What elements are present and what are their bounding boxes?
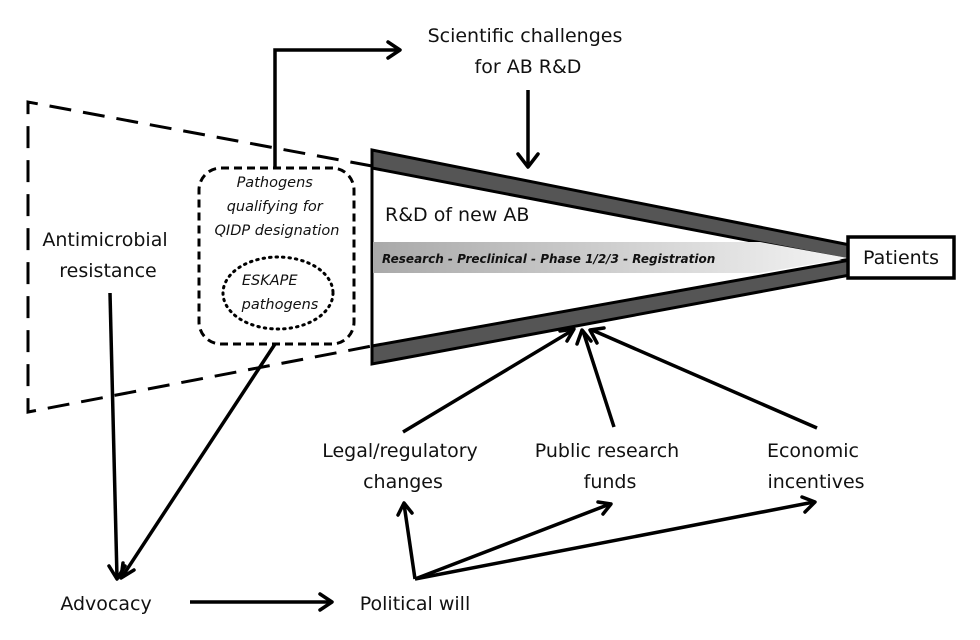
patients-label: Patients (863, 247, 939, 269)
political-will-label[interactable]: Political will (360, 593, 470, 615)
edge-amr-to-advocacy (107, 292, 127, 581)
edge-pathogens-to-advocacy (119, 343, 277, 580)
funnel-bottom-band (370, 258, 852, 366)
edge-political-will-to-legal (396, 501, 417, 580)
edge-pathogens-to-scientific-challenges (273, 40, 402, 168)
economic-incentives-label[interactable]: Economic incentives (767, 440, 865, 493)
amr-scope-dashed-outline (26, 100, 373, 414)
edge-legal-to-rd (402, 327, 576, 434)
edge-economic-to-rd (588, 326, 818, 430)
rd-new-ab-label: R&D of new AB (385, 204, 529, 226)
pipeline-stages-label: Research - Preclinical - Phase 1/2/3 - R… (382, 252, 715, 266)
patients-box[interactable] (846, 235, 956, 280)
qidp-pathogens-label: Pathogens qualifying for QIDP designatio… (215, 175, 340, 239)
advocacy-label[interactable]: Advocacy (60, 593, 151, 615)
legal-regulatory-label[interactable]: Legal/regulatory changes (322, 440, 484, 493)
edge-political-will-to-public-funds (414, 500, 613, 581)
antimicrobial-resistance-label[interactable]: Antimicrobial resistance (42, 229, 173, 282)
rd-funnel (370, 148, 852, 366)
eskape-ellipse[interactable] (221, 255, 335, 331)
eskape-label: ESKAPE pathogens (241, 273, 319, 313)
edge-advocacy-to-political-will (190, 592, 334, 612)
edge-scientific-challenges-to-rd (516, 90, 540, 169)
scientific-challenges-label[interactable]: Scientific challenges for AB R&D (428, 25, 629, 78)
public-research-funds-label[interactable]: Public research funds (535, 440, 686, 493)
edge-political-will-to-economic (414, 495, 817, 581)
edge-public-funds-to-rd (575, 328, 616, 428)
pipeline-stage-bar (373, 242, 848, 273)
